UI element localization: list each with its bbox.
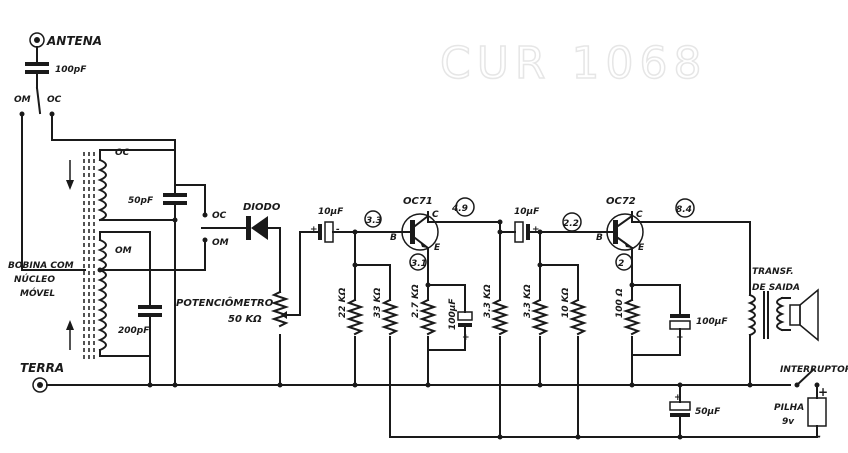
voltage-b2-bubble bbox=[562, 212, 582, 232]
junction-dots bbox=[97, 217, 753, 440]
coil-label-line1: BOBINA COM bbox=[8, 261, 74, 271]
capacitor-50pf bbox=[163, 184, 187, 221]
potentiometer bbox=[270, 290, 301, 328]
resistor-10k bbox=[568, 298, 588, 336]
emitter-capacitor-1 bbox=[457, 311, 473, 327]
diode-label: DIODO bbox=[243, 202, 281, 213]
switch-om-label: OM bbox=[212, 238, 229, 248]
battery-voltage: 9v bbox=[782, 417, 795, 427]
potentiometer-value: 50 KΩ bbox=[228, 314, 262, 325]
ground-label: TERRA bbox=[20, 361, 64, 375]
voltage-e1: 3.1 bbox=[411, 259, 427, 269]
coil-with-core bbox=[66, 152, 107, 362]
coil-om-label: OM bbox=[115, 246, 132, 256]
voltage-c2-bubble bbox=[675, 198, 695, 218]
emitter-capacitor-1-label: 100µF bbox=[448, 298, 458, 330]
transistor-oc72 bbox=[606, 211, 644, 251]
battery-label: PILHA bbox=[774, 403, 804, 413]
supply-capacitor bbox=[669, 401, 691, 417]
transistor-oc71-b: B bbox=[390, 233, 397, 243]
capacitor-200pf-label: 200pF bbox=[118, 326, 150, 336]
transistor-oc71-e: E bbox=[434, 243, 441, 253]
power-switch bbox=[794, 368, 820, 388]
resistor-33k bbox=[380, 298, 400, 336]
emitter-capacitor-2-label: 100µF bbox=[696, 317, 728, 327]
resistor-33k-label: 33 KΩ bbox=[373, 287, 383, 318]
resistor-10k-label: 10 KΩ bbox=[561, 287, 571, 318]
diode bbox=[246, 216, 268, 240]
capacitor-100pf bbox=[25, 62, 49, 74]
coil-label-line3: MÓVEL bbox=[20, 287, 55, 299]
antenna-terminal bbox=[29, 32, 45, 48]
voltage-c1: 4.9 bbox=[451, 204, 468, 214]
voltage-b2: 2.2 bbox=[563, 219, 579, 229]
output-transformer bbox=[747, 291, 785, 339]
antenna-oc-label: OC bbox=[47, 95, 62, 105]
transistor-oc71-label: OC71 bbox=[403, 196, 433, 207]
potentiometer-label: POTENCIÔMETRO bbox=[176, 295, 274, 309]
resistor-100-ohm bbox=[622, 298, 642, 336]
battery-plus: + bbox=[818, 385, 828, 399]
capacitor-50pf-label: 50pF bbox=[128, 196, 154, 206]
coupling-capacitor-2-plus: + bbox=[532, 225, 540, 235]
battery bbox=[807, 397, 827, 427]
battery-minus: - bbox=[816, 429, 821, 443]
speaker-icon bbox=[789, 288, 819, 342]
capacitor-200pf bbox=[138, 305, 162, 317]
coil-oc-label: OC bbox=[115, 148, 130, 158]
transistor-oc72-b: B bbox=[596, 233, 603, 243]
resistor-100-ohm-label: 100 Ω bbox=[615, 288, 625, 318]
transistor-oc72-e: E bbox=[638, 243, 645, 253]
coupling-capacitor-1 bbox=[318, 221, 334, 243]
antenna-label: ANTENA bbox=[46, 34, 102, 48]
resistor-3-3k-bias-label: 3.3 KΩ bbox=[523, 284, 533, 318]
antenna-om-label: OM bbox=[14, 95, 31, 105]
voltage-b1: 3.3 bbox=[366, 216, 382, 226]
resistor-22k-label: 22 KΩ bbox=[338, 287, 348, 318]
coupling-capacitor-1-minus: - bbox=[336, 225, 340, 235]
voltage-e2: 2 bbox=[618, 259, 624, 269]
voltage-c1-bubble bbox=[455, 197, 475, 217]
resistor-22k bbox=[345, 298, 365, 336]
coil-label-line2: NÚCLEO bbox=[14, 273, 55, 285]
transformer-label-line2: DE SAIDA bbox=[752, 283, 800, 293]
resistor-3-3k-collector bbox=[490, 298, 510, 336]
voltage-c2: 8.4 bbox=[676, 205, 692, 215]
coupling-capacitor-2 bbox=[514, 221, 530, 243]
ground-terminal bbox=[32, 377, 48, 393]
resistor-2-7k-label: 2.7 KΩ bbox=[411, 284, 421, 318]
transformer-label-line1: TRANSF. bbox=[752, 267, 794, 277]
supply-capacitor-plus: + bbox=[674, 393, 682, 403]
supply-capacitor-label: 50µF bbox=[695, 407, 721, 417]
transistor-oc71-c: C bbox=[432, 210, 439, 220]
resistor-3-3k-bias bbox=[530, 298, 550, 336]
coupling-capacitor-1-label: 10µF bbox=[318, 207, 344, 217]
coupling-capacitor-1-plus: + bbox=[310, 225, 318, 235]
watermark: CUR 1068 bbox=[440, 38, 707, 89]
transistor-oc72-c: C bbox=[636, 210, 643, 220]
resistor-2-7k bbox=[418, 298, 438, 336]
coupling-capacitor-2-label: 10µF bbox=[514, 207, 540, 217]
voltage-e2-bubble bbox=[615, 253, 633, 271]
band-switch-antenna bbox=[35, 86, 42, 115]
resistor-3-3k-collector-label: 3.3 KΩ bbox=[483, 284, 493, 318]
switch-label: INTERRUPTOR bbox=[780, 365, 848, 375]
emitter-capacitor-2 bbox=[669, 314, 691, 330]
transistor-oc72-label: OC72 bbox=[606, 196, 636, 207]
voltage-e1-bubble bbox=[409, 253, 427, 271]
voltage-b1-bubble bbox=[364, 210, 382, 228]
capacitor-100pf-label: 100pF bbox=[55, 65, 87, 75]
switch-oc-label: OC bbox=[212, 211, 227, 221]
